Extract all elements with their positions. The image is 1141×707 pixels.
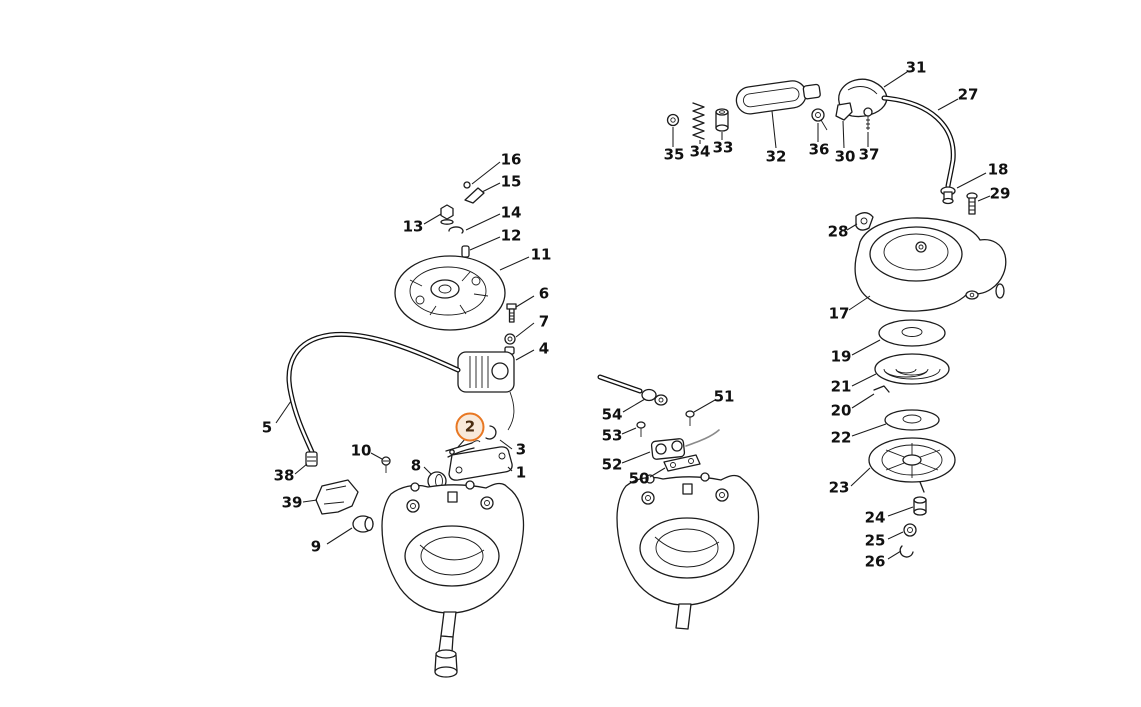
part-callout-5[interactable]: 5 xyxy=(261,418,273,437)
part-callout-28[interactable]: 28 xyxy=(827,222,849,241)
bushing-33-drawing xyxy=(715,108,729,132)
part-callout-10[interactable]: 10 xyxy=(350,441,372,460)
flywheel-pin-drawing xyxy=(461,245,470,258)
starter-assembly-drawing xyxy=(666,78,1007,558)
washer-35-drawing xyxy=(666,113,680,127)
screw-37-drawing xyxy=(863,107,873,130)
part-callout-25[interactable]: 25 xyxy=(864,531,886,550)
part-callout-24[interactable]: 24 xyxy=(864,508,886,527)
fan-housing-left-drawing xyxy=(381,480,525,678)
part-callout-4[interactable]: 4 xyxy=(538,339,550,358)
screw-29-drawing xyxy=(966,192,978,215)
part-callout-37[interactable]: 37 xyxy=(858,145,880,164)
switch-assembly-drawing xyxy=(597,374,760,630)
rope-guide-drawing xyxy=(811,108,828,131)
part-callout-31[interactable]: 31 xyxy=(905,58,927,77)
wire-connector-drawing xyxy=(305,451,318,467)
part-callout-19[interactable]: 19 xyxy=(830,347,852,366)
contact-spring-drawing xyxy=(445,440,481,458)
part-callout-35[interactable]: 35 xyxy=(663,145,685,164)
part-callout-16[interactable]: 16 xyxy=(500,150,522,169)
part-callout-52[interactable]: 52 xyxy=(601,455,623,474)
starter-pawl-clip-drawing xyxy=(448,181,485,234)
grommet-9-drawing xyxy=(352,515,374,533)
coil-washer-drawing xyxy=(504,333,516,345)
spacer-24-drawing xyxy=(913,496,927,516)
part-callout-9[interactable]: 9 xyxy=(310,537,322,556)
part-callout-29[interactable]: 29 xyxy=(989,184,1011,203)
rope-rotor-drawing xyxy=(868,437,956,493)
rewind-spring-drawing xyxy=(874,353,950,385)
screw-10-drawing xyxy=(381,456,391,473)
ignition-assembly-drawing xyxy=(286,181,525,678)
spring-hook-drawing xyxy=(873,385,890,393)
part-callout-51[interactable]: 51 xyxy=(713,387,735,406)
starter-handle-drawing xyxy=(735,80,821,115)
spark-plug-boot-drawing xyxy=(315,479,359,515)
part-callout-36[interactable]: 36 xyxy=(808,140,830,159)
part-callout-20[interactable]: 20 xyxy=(830,401,852,420)
part-callout-54[interactable]: 54 xyxy=(601,405,623,424)
starter-cover-drawing xyxy=(854,217,1007,312)
spark-plug-wire-drawing xyxy=(286,331,461,455)
part-callout-3[interactable]: 3 xyxy=(515,440,527,459)
starter-rope-drawing xyxy=(881,95,956,189)
part-callout-30[interactable]: 30 xyxy=(834,147,856,166)
part-callout-1[interactable]: 1 xyxy=(515,463,527,482)
part-callout-21[interactable]: 21 xyxy=(830,377,852,396)
e-clip-drawing xyxy=(899,545,914,558)
part-callout-18[interactable]: 18 xyxy=(987,160,1009,179)
bracket-50-drawing xyxy=(663,454,701,472)
washer-19-drawing xyxy=(878,319,946,347)
washer-22-drawing xyxy=(884,409,940,431)
washer-25-drawing xyxy=(903,523,917,537)
part-callout-38[interactable]: 38 xyxy=(273,466,295,485)
part-callout-8[interactable]: 8 xyxy=(410,456,422,475)
part-callout-27[interactable]: 27 xyxy=(957,85,979,104)
part-callout-12[interactable]: 12 xyxy=(500,226,522,245)
spring-34-drawing xyxy=(692,102,705,140)
stop-switch-drawing xyxy=(650,429,720,460)
part-callout-6[interactable]: 6 xyxy=(538,284,550,303)
part-callout-33[interactable]: 33 xyxy=(712,138,734,157)
leader-lines xyxy=(275,71,991,560)
part-callout-50[interactable]: 50 xyxy=(628,469,650,488)
flywheel-nut-drawing xyxy=(440,204,454,225)
screw-51-drawing xyxy=(685,410,695,426)
part-callout-2[interactable]: 2 xyxy=(455,412,485,442)
clip-28-drawing xyxy=(855,212,874,231)
pawl-30-drawing xyxy=(835,102,853,121)
part-callout-32[interactable]: 32 xyxy=(765,147,787,166)
part-callout-53[interactable]: 53 xyxy=(601,426,623,445)
part-callout-23[interactable]: 23 xyxy=(828,478,850,497)
part-callout-34[interactable]: 34 xyxy=(689,142,711,161)
part-callout-11[interactable]: 11 xyxy=(530,245,552,264)
part-callout-13[interactable]: 13 xyxy=(402,217,424,236)
part-callout-7[interactable]: 7 xyxy=(538,312,550,331)
cable-54-drawing xyxy=(597,374,668,406)
flywheel-drawing xyxy=(394,255,506,331)
part-callout-14[interactable]: 14 xyxy=(500,203,522,222)
part-callout-26[interactable]: 26 xyxy=(864,552,886,571)
part-callout-39[interactable]: 39 xyxy=(281,493,303,512)
part-callout-15[interactable]: 15 xyxy=(500,172,522,191)
rope-grommet-drawing xyxy=(940,186,956,205)
part-callout-17[interactable]: 17 xyxy=(828,304,850,323)
screw-53-drawing xyxy=(636,421,646,437)
clip-3-drawing xyxy=(485,425,497,440)
part-callout-22[interactable]: 22 xyxy=(830,428,852,447)
